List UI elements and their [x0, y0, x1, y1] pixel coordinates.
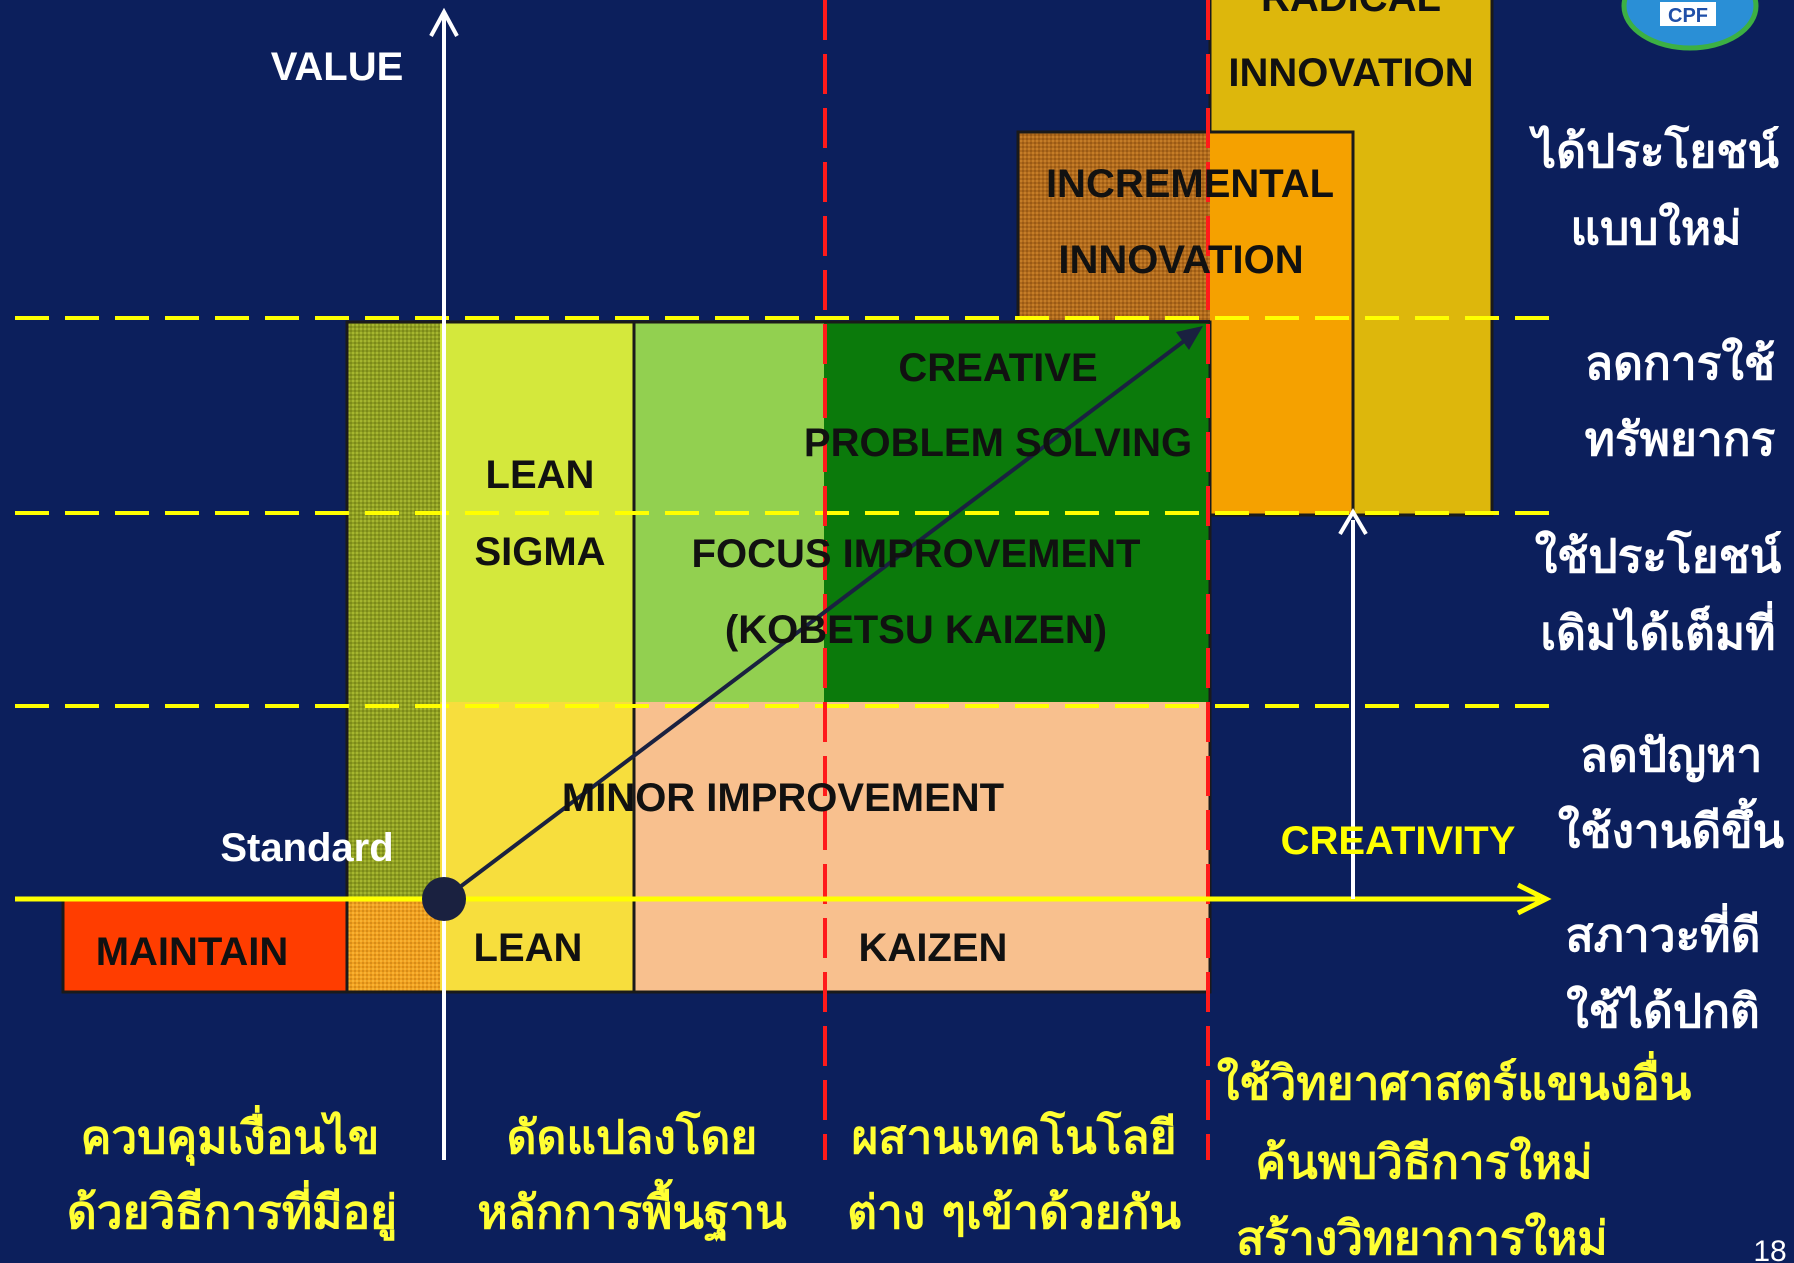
incremental-label-1: INCREMENTAL — [1046, 162, 1334, 206]
incremental-innovation-orange — [1210, 132, 1353, 515]
right-label-2a: ลดการใช้ — [1585, 336, 1775, 390]
lean-box — [440, 702, 634, 992]
minor-improvement-box — [634, 702, 1210, 992]
minor-improvement-label: MINOR IMPROVEMENT — [562, 776, 1004, 820]
lean-sigma-label-2: SIGMA — [474, 530, 605, 574]
bottom-label-2b: หลักการพื้นฐาน — [477, 1178, 787, 1242]
lean-sigma-label-1: LEAN — [486, 453, 595, 497]
logo-text: CPF — [1668, 5, 1708, 27]
right-label-1a: ได้ประโยชน์ — [1528, 124, 1780, 178]
right-label-2b: ทรัพยากร — [1585, 412, 1776, 466]
right-labels: ได้ประโยชน์ แบบใหม่ ลดการใช้ ทรัพยากร ใช… — [1528, 124, 1785, 1038]
diagonal-arrowhead — [1176, 326, 1203, 350]
right-label-5b: ใช้ได้ปกติ — [1566, 984, 1760, 1038]
creative-label-1: CREATIVE — [898, 346, 1097, 390]
kaizen-label: KAIZEN — [859, 926, 1008, 970]
bottom-label-4b: ค้นพบวิธีการใหม่ — [1255, 1135, 1592, 1189]
right-label-1b: แบบใหม่ — [1570, 201, 1741, 255]
creativity-axis-label: CREATIVITY — [1281, 819, 1516, 863]
lean-label: LEAN — [474, 926, 583, 970]
incremental-innovation-brown — [1018, 132, 1210, 320]
radical-label-1: RADICAL — [1261, 0, 1441, 20]
cpf-logo: CPF — [1621, 0, 1759, 51]
maintain-box — [63, 900, 347, 992]
bottom-label-2a: ดัดแปลงโดย — [507, 1110, 758, 1164]
focus-label-1: FOCUS IMPROVEMENT — [692, 532, 1141, 576]
radical-label-2: INNOVATION — [1228, 51, 1473, 95]
bottom-label-1b: ด้วยวิธีการที่มีอยู่ — [67, 1180, 397, 1241]
diagonal-arrow — [442, 330, 1198, 901]
origin-dot — [422, 877, 466, 921]
maintain-label: MAINTAIN — [96, 930, 289, 974]
value-axis-label: VALUE — [271, 45, 404, 89]
creativity-axis-arrowhead — [1516, 882, 1552, 916]
bottom-labels: ควบคุมเงื่อนไข ด้วยวิธีการที่มีอยู่ ดัดแ… — [67, 1051, 1692, 1263]
bottom-label-4c: สร้างวิทยาการใหม่ — [1236, 1211, 1608, 1263]
bottom-label-3b: ต่าง ๆเข้าด้วยกัน — [847, 1185, 1181, 1239]
upward-arrowhead — [1338, 508, 1368, 536]
value-axis-arrowhead — [429, 7, 459, 37]
right-label-3a: ใช้ประโยชน์ — [1535, 529, 1782, 583]
incremental-label-2: INNOVATION — [1058, 238, 1303, 282]
orange-strip-bottom — [347, 900, 440, 992]
right-label-4b: ใช้งานดีขึ้น — [1558, 797, 1785, 858]
right-label-4a: ลดปัญหา — [1580, 728, 1763, 782]
olive-strip-lower — [347, 702, 440, 900]
bottom-label-4a: ใช้วิทยาศาสตร์แขนงอื่น — [1217, 1051, 1692, 1110]
focus-label-2: (KOBETSU KAIZEN) — [725, 608, 1107, 652]
standard-label: Standard — [220, 826, 393, 870]
right-label-3b: เดิมได้เต็มที่ — [1540, 601, 1775, 660]
page-number: 18 — [1753, 1235, 1786, 1263]
creative-label-2: PROBLEM SOLVING — [804, 421, 1192, 465]
bottom-label-1a: ควบคุมเงื่อนไข — [81, 1105, 380, 1166]
right-label-5a: สภาวะที่ดี — [1566, 903, 1761, 962]
bottom-label-3a: ผสานเทคโนโลยี — [851, 1110, 1176, 1164]
